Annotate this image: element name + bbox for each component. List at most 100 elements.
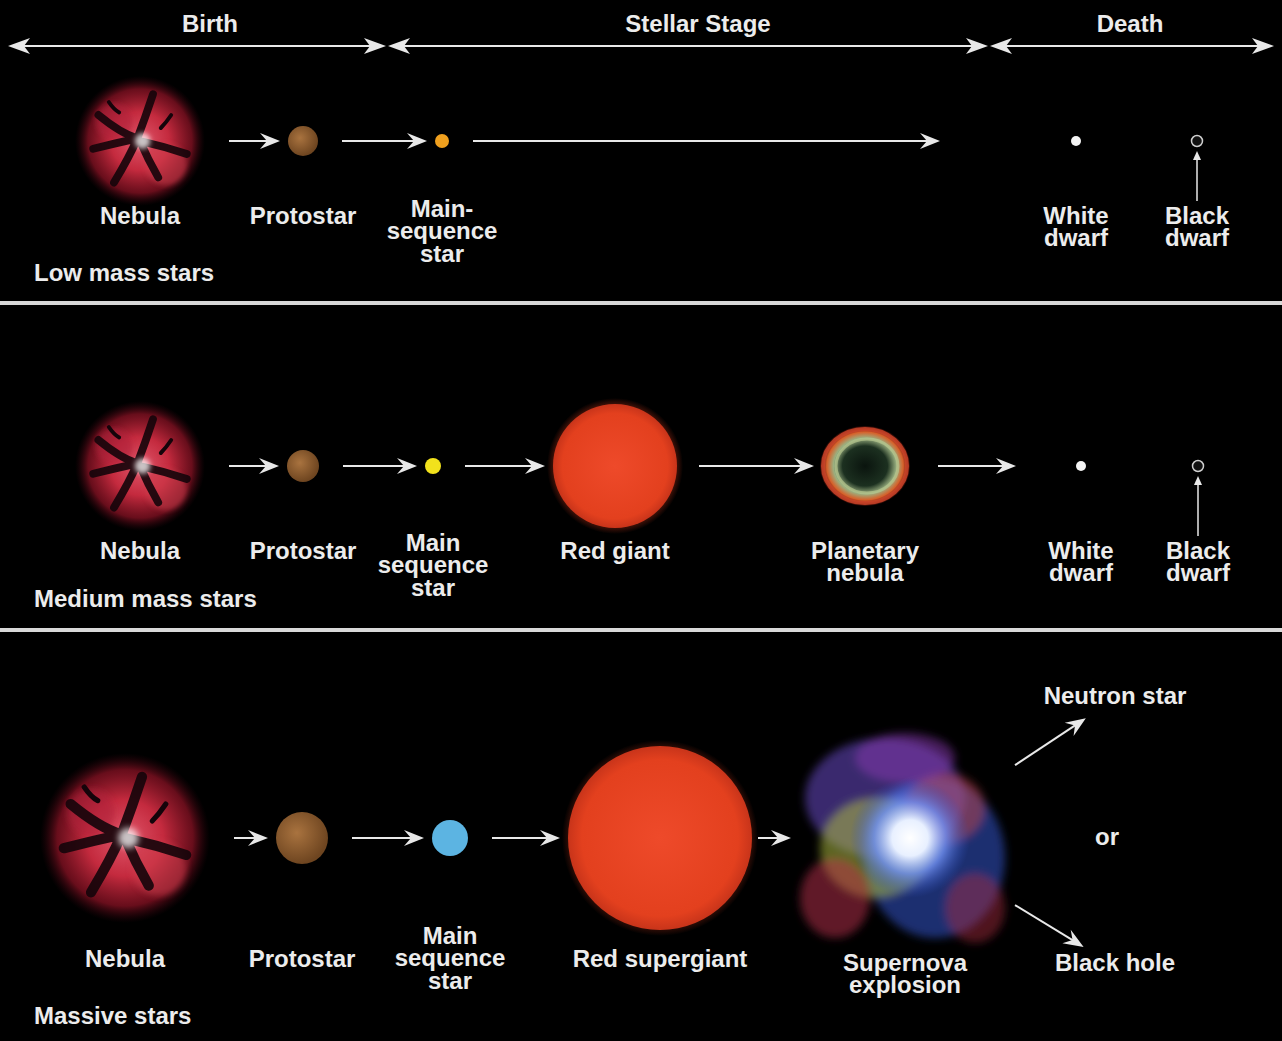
arrow-head — [525, 458, 545, 474]
stage-label: Planetary nebula — [800, 540, 930, 585]
stage-node: Planetary nebula — [820, 426, 910, 506]
arrow-head — [397, 458, 417, 474]
arrow-head — [407, 133, 427, 149]
arrow-line — [229, 140, 268, 142]
stage-label: Red giant — [535, 540, 695, 562]
stage-arrow — [699, 458, 814, 474]
proto-image — [288, 126, 318, 156]
proto-image — [276, 812, 328, 864]
stage-node: Main sequence star — [425, 458, 441, 474]
arrow-head — [1062, 930, 1083, 947]
dot-image — [1071, 136, 1081, 146]
dot-image — [432, 820, 468, 856]
phase-heading: Stellar Stage — [625, 12, 770, 36]
stage-arrow — [1015, 718, 1086, 765]
stage-label: Red supergiant — [545, 948, 775, 970]
stage-node: Main sequence star — [432, 820, 468, 856]
giant-image — [568, 746, 752, 930]
stage-node: Main-sequence star — [435, 134, 449, 148]
arrow-line — [352, 837, 412, 839]
stage-label-node: Black hole — [1036, 950, 1194, 982]
stage-label: Black dwarf — [1152, 205, 1242, 250]
proto-image — [287, 450, 319, 482]
phase-heading: Death — [1097, 12, 1164, 36]
nebula-image — [40, 753, 210, 923]
arrow-line — [1015, 905, 1073, 941]
arrow-line — [473, 140, 928, 142]
arrow-line — [343, 465, 405, 467]
stage-node: Protostar — [287, 450, 319, 482]
stage-label: Protostar — [237, 948, 367, 970]
arrow-head — [920, 133, 940, 149]
arrow-head — [1065, 718, 1086, 736]
stage-arrow — [343, 458, 417, 474]
nebula-image — [75, 401, 205, 531]
stage-node: Nebula — [75, 401, 205, 531]
arrow-line — [465, 465, 533, 467]
stage-label: Supernova explosion — [820, 952, 990, 997]
row-label: Low mass stars — [34, 261, 214, 285]
arrow-head — [794, 458, 814, 474]
stage-arrow — [473, 133, 940, 149]
nebula-image — [75, 76, 205, 206]
stage-arrow — [342, 133, 427, 149]
stage-node: Supernova explosion — [795, 723, 1015, 953]
stage-node: Nebula — [75, 76, 205, 206]
stage-node: Black dwarf — [1190, 134, 1204, 148]
stage-label: White dwarf — [1031, 205, 1121, 250]
arrow-head — [404, 830, 424, 846]
giant-image — [553, 404, 677, 528]
stage-arrow — [229, 133, 280, 149]
row-label: Massive stars — [34, 1004, 191, 1028]
arrow-line — [1015, 725, 1076, 765]
stage-arrow — [758, 830, 791, 846]
stage-arrow — [352, 830, 424, 846]
stage-label: Main-sequence star — [380, 198, 505, 265]
stage-label: Nebula — [65, 205, 215, 227]
arrow-line — [699, 465, 802, 467]
arrow-head — [259, 458, 279, 474]
stage-label: Protostar — [238, 540, 368, 562]
pn-image — [820, 426, 910, 506]
row-label: Medium mass stars — [34, 587, 257, 611]
stage-arrow — [234, 830, 268, 846]
ring-image — [1191, 459, 1205, 473]
stage-arrow — [1015, 905, 1084, 947]
stage-node: Black dwarf — [1191, 459, 1205, 473]
phase-heading: Birth — [182, 12, 238, 36]
or-label: or — [1095, 825, 1119, 849]
stage-label: Main sequence star — [388, 925, 513, 992]
arrow-line — [758, 837, 779, 839]
ring-image — [1190, 134, 1204, 148]
arrow-line — [492, 837, 548, 839]
stage-label-node: Neutron star — [1026, 683, 1204, 715]
stage-label: Protostar — [238, 205, 368, 227]
arrow-head — [260, 133, 280, 149]
arrow-line — [342, 140, 415, 142]
arrow-line — [234, 837, 256, 839]
stage-label: Black dwarf — [1153, 540, 1243, 585]
stage-label: Neutron star — [1026, 683, 1204, 709]
stage-label: White dwarf — [1036, 540, 1126, 585]
stage-arrow — [229, 458, 279, 474]
arrow-line — [938, 465, 1004, 467]
stage-node: White dwarf — [1071, 136, 1081, 146]
arrow-line — [229, 465, 267, 467]
dot-image — [1076, 461, 1086, 471]
stage-label: Main sequence star — [371, 532, 496, 599]
arrow-head — [248, 830, 268, 846]
stage-label: Nebula — [65, 540, 215, 562]
panel-separator — [0, 301, 1282, 305]
stage-label: Nebula — [50, 948, 200, 970]
stage-label: Black hole — [1036, 950, 1194, 976]
sn-image — [795, 723, 1015, 953]
stage-arrow — [938, 458, 1016, 474]
header-arrows — [8, 38, 1274, 54]
dot-image — [425, 458, 441, 474]
dot-image — [435, 134, 449, 148]
arrow-head — [540, 830, 560, 846]
stage-arrow — [465, 458, 545, 474]
arrow-head — [771, 830, 791, 846]
stage-node: Protostar — [288, 126, 318, 156]
stage-node: Red supergiant — [568, 746, 752, 930]
